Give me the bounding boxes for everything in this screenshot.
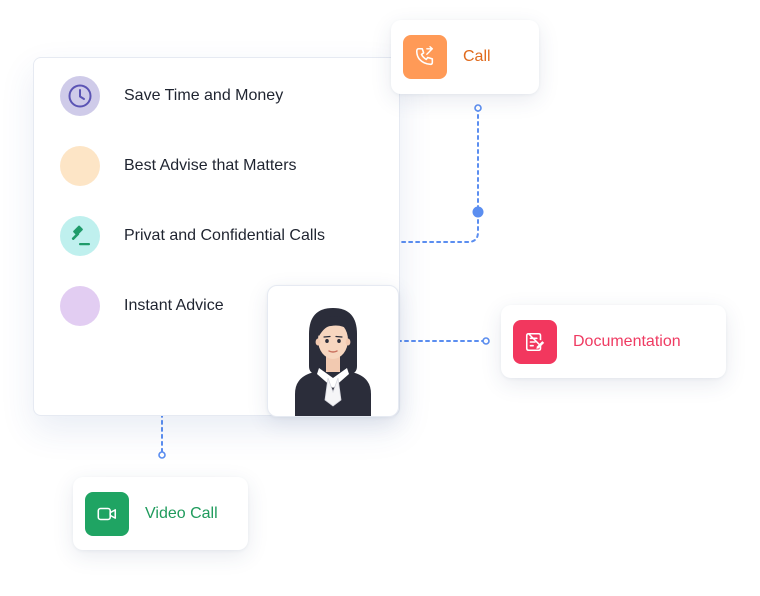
document-edit-icon xyxy=(525,332,545,351)
video-call-label: Video Call xyxy=(145,504,218,522)
lawyer-card xyxy=(267,285,399,417)
documentation-card[interactable]: Documentation xyxy=(501,305,726,378)
video-call-icon-box xyxy=(85,491,129,536)
feature-confidential-calls: Privat and Confidential Calls xyxy=(60,216,325,256)
call-card[interactable]: Call xyxy=(391,20,539,94)
documentation-label: Documentation xyxy=(573,332,681,350)
features-card: Save Time and Money Best Advise that Mat… xyxy=(33,57,400,416)
feature-label: Best Advise that Matters xyxy=(124,157,297,174)
documentation-icon-box xyxy=(513,319,557,364)
call-icon-box xyxy=(403,35,447,79)
video-call-card[interactable]: Video Call xyxy=(73,477,248,550)
clock-icon xyxy=(68,84,92,108)
call-label: Call xyxy=(463,48,491,65)
feature-save-time: Save Time and Money xyxy=(60,76,283,116)
connector-end-dot xyxy=(482,337,490,345)
feature-instant-advice: Instant Advice xyxy=(60,286,224,326)
video-camera-icon xyxy=(97,507,117,520)
connector-end-dot xyxy=(158,451,166,459)
lawyer-avatar xyxy=(295,308,371,416)
feature-label: Instant Advice xyxy=(124,297,224,314)
feature-icon-circle xyxy=(60,76,100,116)
feature-best-advise: Best Advise that Matters xyxy=(60,146,297,186)
gavel-icon xyxy=(71,225,90,246)
phone-icon xyxy=(415,46,434,66)
feature-label: Save Time and Money xyxy=(124,87,284,104)
feature-label: Privat and Confidential Calls xyxy=(124,227,325,244)
connector-end-dot xyxy=(474,104,482,112)
feature-icon-circle xyxy=(60,216,100,256)
feature-icon-circle xyxy=(60,286,100,326)
feature-icon-circle xyxy=(60,146,100,186)
connector-dot xyxy=(472,206,484,218)
